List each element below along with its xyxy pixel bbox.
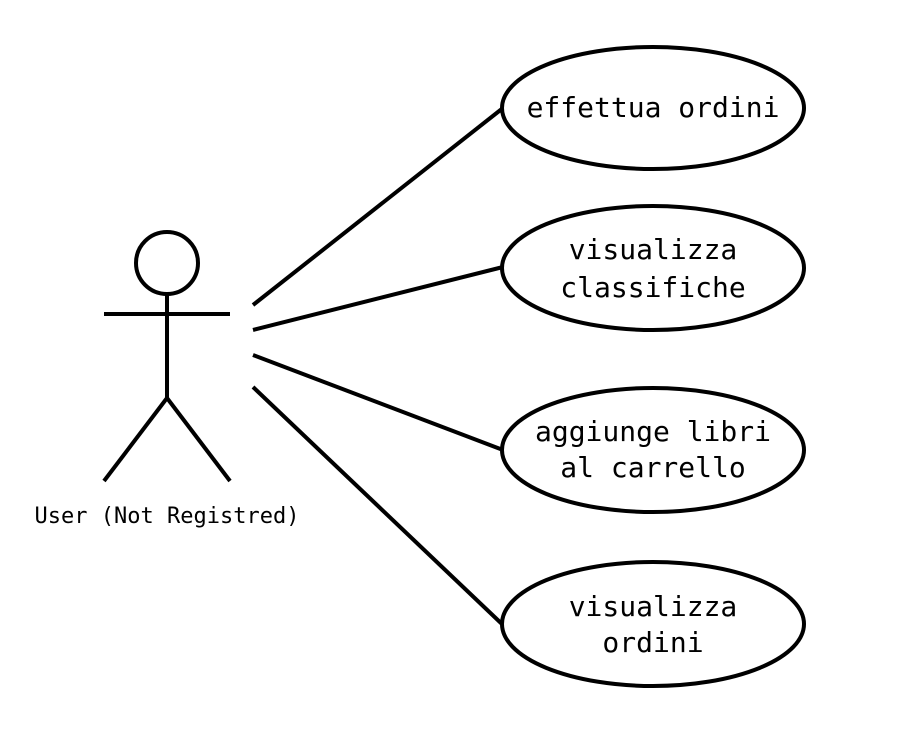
use-case-4: visualizza ordini [500, 560, 806, 688]
use-case-3: aggiunge libri al carrello [500, 386, 806, 514]
associations [251, 106, 505, 627]
use-case-label-line-2: classifiche [560, 271, 745, 304]
use-case-ellipse [500, 386, 806, 514]
use-case-ellipse [500, 204, 806, 332]
association-line-3 [252, 353, 504, 452]
actor-left-leg [102, 396, 169, 483]
use-case-2: visualizza classifiche [500, 204, 806, 332]
association-line-1 [251, 106, 505, 307]
association-line-2 [252, 265, 504, 332]
use-case-ellipse [500, 45, 806, 171]
actor-right-leg [165, 396, 232, 483]
use-case-label-line-2: al carrello [560, 451, 745, 484]
association-line-4 [251, 385, 505, 627]
use-case-ellipse [500, 560, 806, 688]
use-case-label-line-2: ordini [602, 626, 703, 659]
use-case-label-line-1: aggiunge libri [535, 415, 771, 448]
actor-label: User (Not Registred) [35, 504, 300, 529]
use-case-label: effettua ordini [527, 91, 780, 124]
actor-head [134, 230, 200, 296]
use-case-label-line-1: visualizza [569, 233, 738, 266]
actor: User (Not Registred) [35, 230, 300, 529]
use-case-label-line-1: visualizza [569, 590, 738, 623]
use-case-1: effettua ordini [500, 45, 806, 171]
